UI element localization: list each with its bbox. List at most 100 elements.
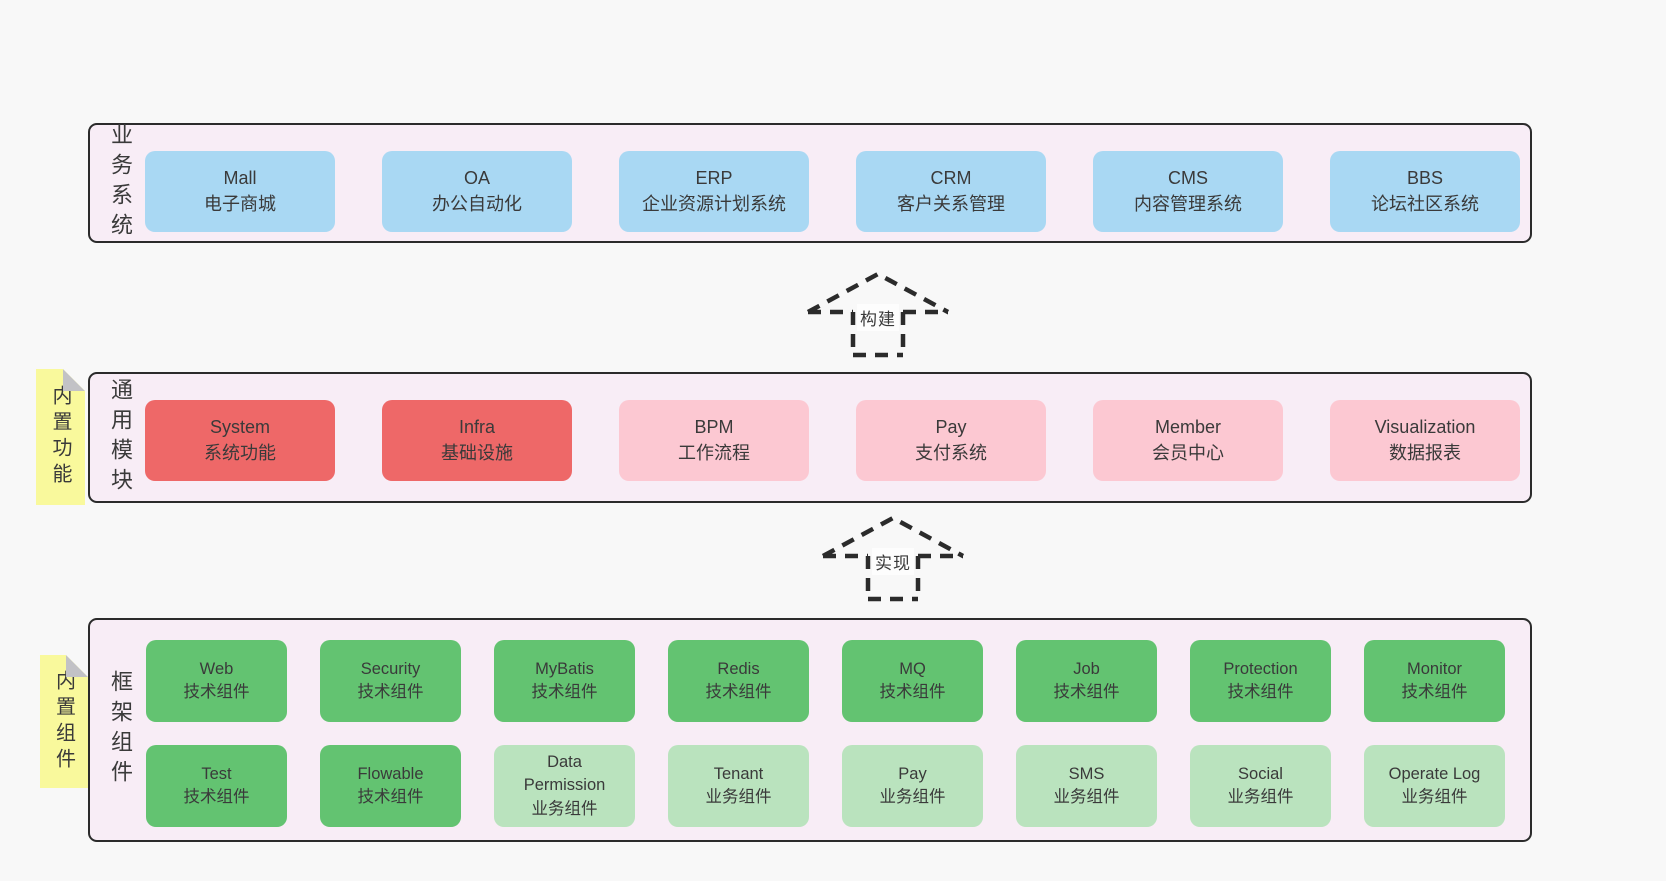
- note-text: 内置功能: [49, 385, 71, 489]
- box-subtitle: 技术组件: [183, 683, 250, 701]
- box-title: Job: [1073, 659, 1100, 678]
- box-title: MQ: [899, 659, 926, 678]
- box-redis: Redis 技术组件: [668, 640, 809, 722]
- box-subtitle: 技术组件: [1401, 683, 1468, 701]
- box-subtitle: 技术组件: [705, 683, 772, 701]
- note-fold-corner: [63, 369, 85, 391]
- box-mybatis: MyBatis 技术组件: [494, 640, 635, 722]
- box-title: Protection: [1223, 659, 1298, 678]
- box-subtitle: 技术组件: [357, 683, 424, 701]
- box-title: Visualization: [1374, 416, 1476, 437]
- arrow-build: 构建: [803, 268, 953, 362]
- box-subtitle: 业务组件: [1401, 788, 1468, 806]
- box-title: Redis: [717, 659, 760, 678]
- box-system: System 系统功能: [145, 400, 335, 481]
- box-sms: SMS 业务组件: [1016, 745, 1157, 827]
- box-title: MyBatis: [535, 659, 594, 678]
- box-monitor: Monitor 技术组件: [1364, 640, 1505, 722]
- sticky-note-builtin-functions: 内置功能: [36, 369, 85, 505]
- box-title: System: [209, 416, 270, 437]
- sticky-note-builtin-components: 内置组件: [40, 655, 88, 788]
- box-mq: MQ 技术组件: [842, 640, 983, 722]
- box-title: Web: [199, 659, 234, 678]
- box-subtitle: 业务组件: [1053, 788, 1120, 806]
- box-subtitle: 支付系统: [915, 442, 987, 463]
- box-title: Member: [1154, 416, 1221, 437]
- arrow-label: 实现: [872, 548, 914, 575]
- box-title: Security: [360, 659, 421, 678]
- note-text: 内置组件: [52, 669, 75, 774]
- box-row: Mall 电子商城 OA 办公自动化 ERP 企业资源计划系统 CRM 客户关系管理 CMS 内容…: [145, 151, 1520, 232]
- box-subtitle: 技术组件: [357, 788, 424, 806]
- section-business-systems: 业务系统 Mall 电子商城 OA 办公自动化 ERP 企业资源计划系统 CRM 客户关系管理…: [88, 123, 1532, 243]
- box-visualization: Visualization 数据报表: [1330, 400, 1520, 481]
- box-subtitle: 业务组件: [531, 799, 598, 818]
- box-subtitle: 基础设施: [441, 442, 513, 463]
- box-subtitle: 系统功能: [204, 442, 276, 463]
- box-title: OA: [463, 167, 490, 188]
- box-subtitle: 技术组件: [531, 683, 598, 701]
- arrow-label: 构建: [857, 304, 899, 331]
- box-title: Operate Log: [1388, 764, 1481, 783]
- box-title: CRM: [930, 167, 972, 188]
- box-subtitle: 论坛社区系统: [1371, 193, 1479, 214]
- box-title: Flowable: [357, 764, 424, 783]
- box-subtitle: 业务组件: [879, 788, 946, 806]
- box-title: SMS: [1068, 764, 1105, 783]
- section-label: 业务系统: [108, 123, 133, 243]
- box-protection: Protection 技术组件: [1190, 640, 1331, 722]
- up-arrow-icon: [821, 515, 965, 602]
- box-title: Data Permission: [523, 752, 606, 795]
- box-subtitle: 技术组件: [1053, 683, 1120, 701]
- box-test: Test 技术组件: [146, 745, 287, 827]
- box-subtitle: 内容管理系统: [1134, 193, 1242, 214]
- box-title: BPM: [694, 416, 734, 437]
- box-title: Monitor: [1406, 659, 1463, 678]
- box-subtitle: 会员中心: [1152, 442, 1224, 463]
- box-title: Pay: [935, 416, 967, 437]
- box-cms: CMS 内容管理系统: [1093, 151, 1283, 232]
- box-subtitle: 技术组件: [183, 788, 250, 806]
- box-subtitle: 技术组件: [879, 683, 946, 701]
- box-pay: Pay 业务组件: [842, 745, 983, 827]
- box-subtitle: 办公自动化: [432, 193, 522, 214]
- box-title: Social: [1238, 764, 1283, 783]
- box-title: CMS: [1168, 167, 1208, 188]
- box-subtitle: 业务组件: [705, 788, 772, 806]
- box-mall: Mall 电子商城: [145, 151, 335, 232]
- box-crm: CRM 客户关系管理: [856, 151, 1046, 232]
- box-flowable: Flowable 技术组件: [320, 745, 461, 827]
- box-member: Member 会员中心: [1093, 400, 1283, 481]
- box-web: Web 技术组件: [146, 640, 287, 722]
- box-oa: OA 办公自动化: [382, 151, 572, 232]
- up-arrow-icon: [806, 271, 950, 358]
- section-label: 框架组件: [108, 670, 133, 790]
- arrow-implement: 实现: [818, 512, 968, 606]
- box-title: Pay: [898, 764, 927, 783]
- box-subtitle: 技术组件: [1227, 683, 1294, 701]
- box-data-permission: Data Permission 业务组件: [494, 745, 635, 827]
- box-subtitle: 数据报表: [1389, 442, 1461, 463]
- box-title: Mall: [223, 167, 257, 188]
- box-job: Job 技术组件: [1016, 640, 1157, 722]
- box-tenant: Tenant 业务组件: [668, 745, 809, 827]
- section-label: 通用模块: [108, 377, 133, 498]
- box-title: Test: [201, 764, 232, 783]
- box-subtitle: 电子商城: [204, 193, 276, 214]
- box-pay: Pay 支付系统: [856, 400, 1046, 481]
- box-subtitle: 企业资源计划系统: [642, 193, 786, 214]
- box-erp: ERP 企业资源计划系统: [619, 151, 809, 232]
- box-title: Tenant: [713, 764, 764, 783]
- box-security: Security 技术组件: [320, 640, 461, 722]
- note-fold-corner: [66, 655, 88, 677]
- box-title: Infra: [458, 416, 496, 437]
- box-title: ERP: [695, 167, 733, 188]
- box-infra: Infra 基础设施: [382, 400, 572, 481]
- box-subtitle: 客户关系管理: [897, 193, 1005, 214]
